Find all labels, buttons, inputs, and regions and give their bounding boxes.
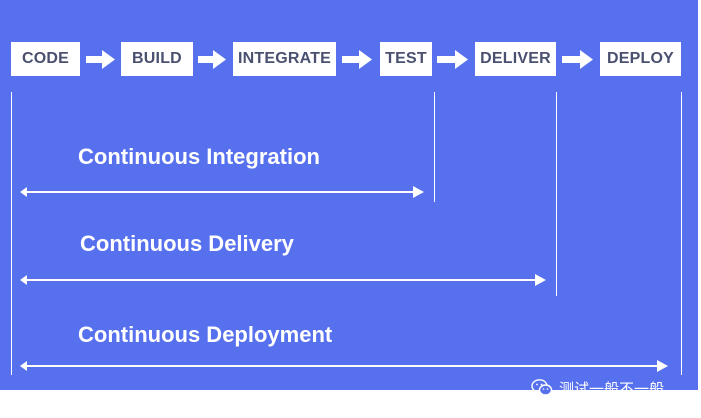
- stage-label-integrate: INTEGRATE: [237, 50, 332, 67]
- span-title-cd: Continuous Delivery: [80, 231, 294, 256]
- span-arrow-deployment-start: [20, 361, 27, 371]
- stage-label-deliver: DELIVER: [480, 50, 551, 67]
- stage-label-test: TEST: [385, 50, 427, 67]
- stage-box-deliver: DELIVER: [475, 42, 556, 76]
- stage-label-deploy: DEPLOY: [607, 50, 674, 67]
- flow-arrow-code-build: [86, 50, 115, 69]
- stage-box-test: TEST: [380, 42, 432, 76]
- span-arrow-cd-head: [535, 274, 546, 286]
- stage-label-code: CODE: [21, 50, 70, 67]
- guide-line-code: [11, 92, 12, 375]
- span-arrow-ci-head: [413, 186, 424, 198]
- span-arrow-ci-start: [20, 187, 27, 197]
- stage-box-integrate: INTEGRATE: [233, 42, 336, 76]
- span-title-ci: Continuous Integration: [78, 144, 320, 169]
- flow-arrow-deliver-deploy: [562, 50, 593, 69]
- flow-arrow-build-integrate: [198, 50, 226, 69]
- guide-line-deploy: [681, 92, 682, 375]
- span-arrow-cd-start: [20, 275, 27, 285]
- wechat-icon: [531, 378, 553, 398]
- watermark-text: 测试一般不一般: [559, 379, 665, 398]
- flow-arrow-integrate-test: [342, 50, 372, 69]
- stage-box-build: BUILD: [121, 42, 193, 76]
- span-title-deployment: Continuous Deployment: [78, 322, 333, 347]
- flow-arrow-test-deliver: [437, 50, 468, 69]
- stage-box-code: CODE: [11, 42, 80, 76]
- guide-line-test: [434, 92, 435, 202]
- stage-box-deploy: DEPLOY: [600, 42, 681, 76]
- watermark: 测试一般不一般: [531, 376, 664, 400]
- guide-line-deliver: [556, 92, 557, 296]
- stage-label-build: BUILD: [132, 50, 182, 67]
- span-arrow-deployment-head: [657, 360, 668, 372]
